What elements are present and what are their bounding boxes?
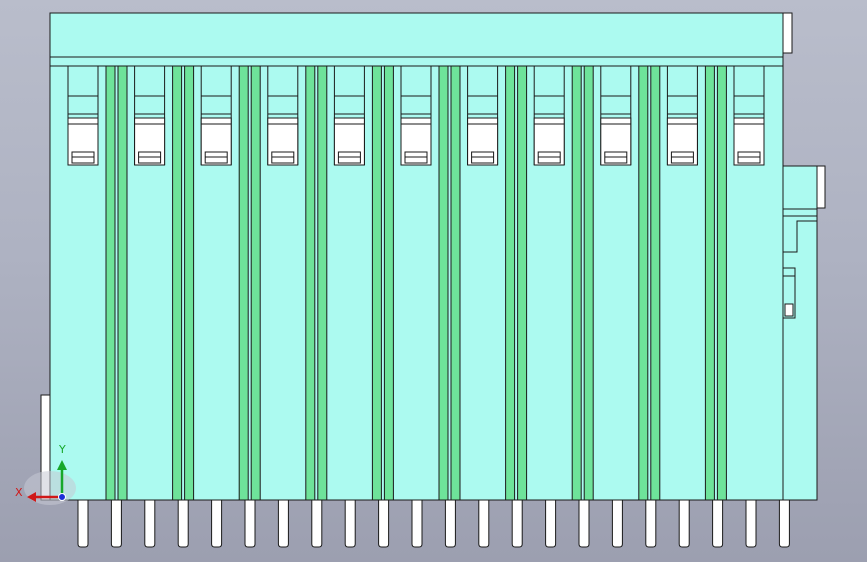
pin <box>745 497 757 548</box>
rib <box>383 65 394 501</box>
latch-group <box>67 66 765 166</box>
pin <box>177 497 189 548</box>
z-axis-dot-icon <box>58 493 66 501</box>
latch <box>600 66 632 166</box>
side-window-slot <box>784 303 794 317</box>
pin <box>678 497 690 548</box>
latch <box>134 66 166 166</box>
connector-body <box>40 12 818 501</box>
right-block <box>782 165 818 501</box>
rib-group <box>105 65 784 501</box>
rib <box>583 65 594 501</box>
pin <box>511 497 523 548</box>
pin <box>778 497 790 548</box>
rib <box>571 65 582 501</box>
latch <box>333 66 365 166</box>
rib <box>305 65 316 501</box>
rib <box>117 65 128 501</box>
pin <box>277 497 289 548</box>
rib <box>184 65 195 501</box>
rib <box>716 65 727 501</box>
rib <box>250 65 261 501</box>
rib <box>317 65 328 501</box>
latch <box>67 66 99 166</box>
axis-x-label: X <box>15 486 23 499</box>
pin <box>344 497 356 548</box>
pin <box>611 497 623 548</box>
side-notch <box>783 215 818 253</box>
pin <box>645 497 657 548</box>
pin-row <box>77 497 790 548</box>
y-axis-arrowhead-icon <box>57 460 67 470</box>
latch <box>467 66 499 166</box>
pin <box>378 497 390 548</box>
rib <box>505 65 516 501</box>
latch <box>733 66 765 166</box>
pin <box>411 497 423 548</box>
x-axis-arrowhead-icon <box>27 492 36 502</box>
pin <box>311 497 323 548</box>
top-cap <box>49 12 784 58</box>
latch <box>533 66 565 166</box>
pin <box>244 497 256 548</box>
pin <box>478 497 490 548</box>
pin <box>110 497 122 548</box>
axis-triad <box>24 460 76 505</box>
latch <box>400 66 432 166</box>
pin <box>545 497 557 548</box>
rib <box>704 65 715 501</box>
axis-y-label: Y <box>59 443 66 456</box>
rib <box>650 65 661 501</box>
rib <box>638 65 649 501</box>
latch <box>267 66 299 166</box>
latch <box>200 66 232 166</box>
rib <box>105 65 116 501</box>
top-cap-end <box>782 12 793 54</box>
pin <box>77 497 89 548</box>
rib <box>438 65 449 501</box>
rib <box>371 65 382 501</box>
top-lip <box>49 56 784 67</box>
pin <box>211 497 223 548</box>
rib <box>172 65 183 501</box>
rib <box>238 65 249 501</box>
pin <box>578 497 590 548</box>
rib <box>517 65 528 501</box>
rib <box>450 65 461 501</box>
triad-shadow <box>24 471 76 505</box>
pin <box>712 497 724 548</box>
side-latch <box>782 165 826 319</box>
pin <box>444 497 456 548</box>
latch <box>666 66 698 166</box>
pin <box>144 497 156 548</box>
side-latch-tab <box>816 165 826 209</box>
